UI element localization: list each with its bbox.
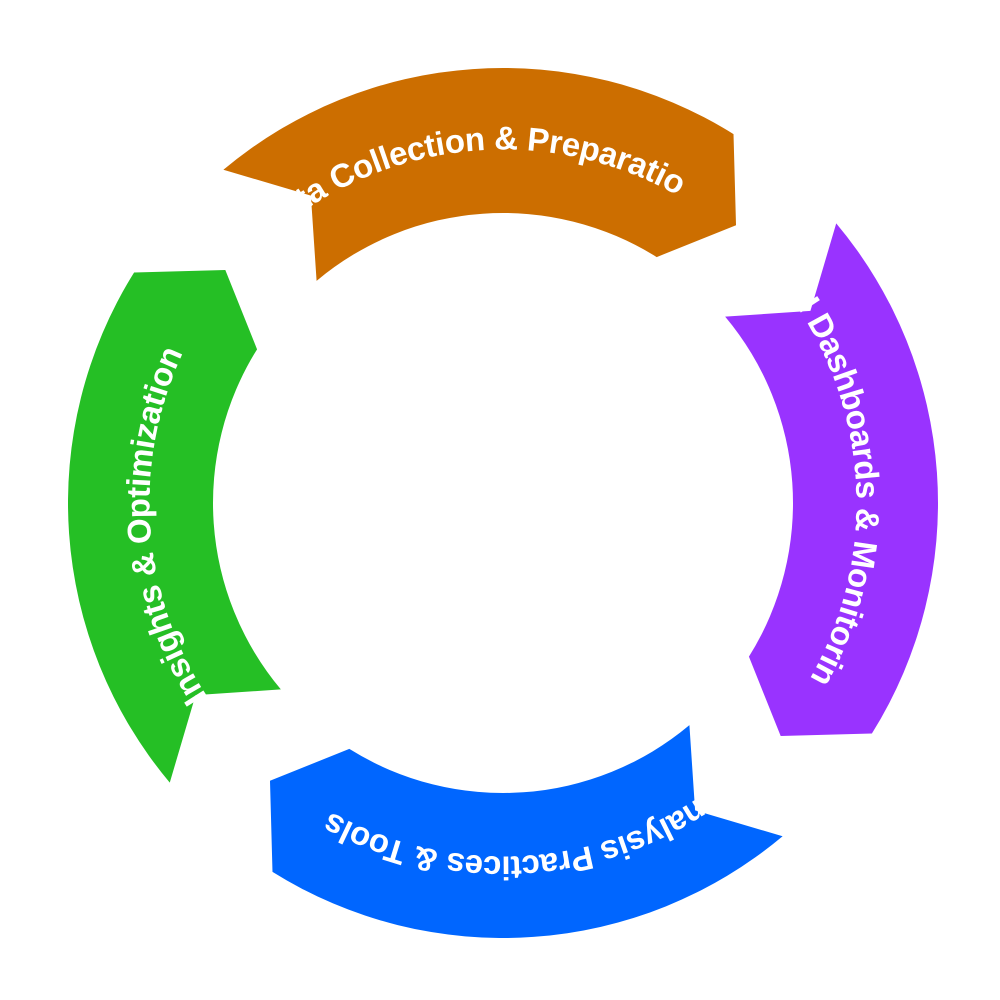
segment-analysis-practices: Analysis Practices & Tools (269, 725, 783, 938)
segment-shape (269, 725, 783, 938)
segment-shape (725, 223, 938, 737)
segment-insights-optimization: Insights & Optimization (68, 269, 281, 783)
segment-shape (68, 269, 281, 783)
segment-shape (223, 68, 737, 281)
segment-data-collection: Data Collection & Preparation (0, 0, 737, 281)
